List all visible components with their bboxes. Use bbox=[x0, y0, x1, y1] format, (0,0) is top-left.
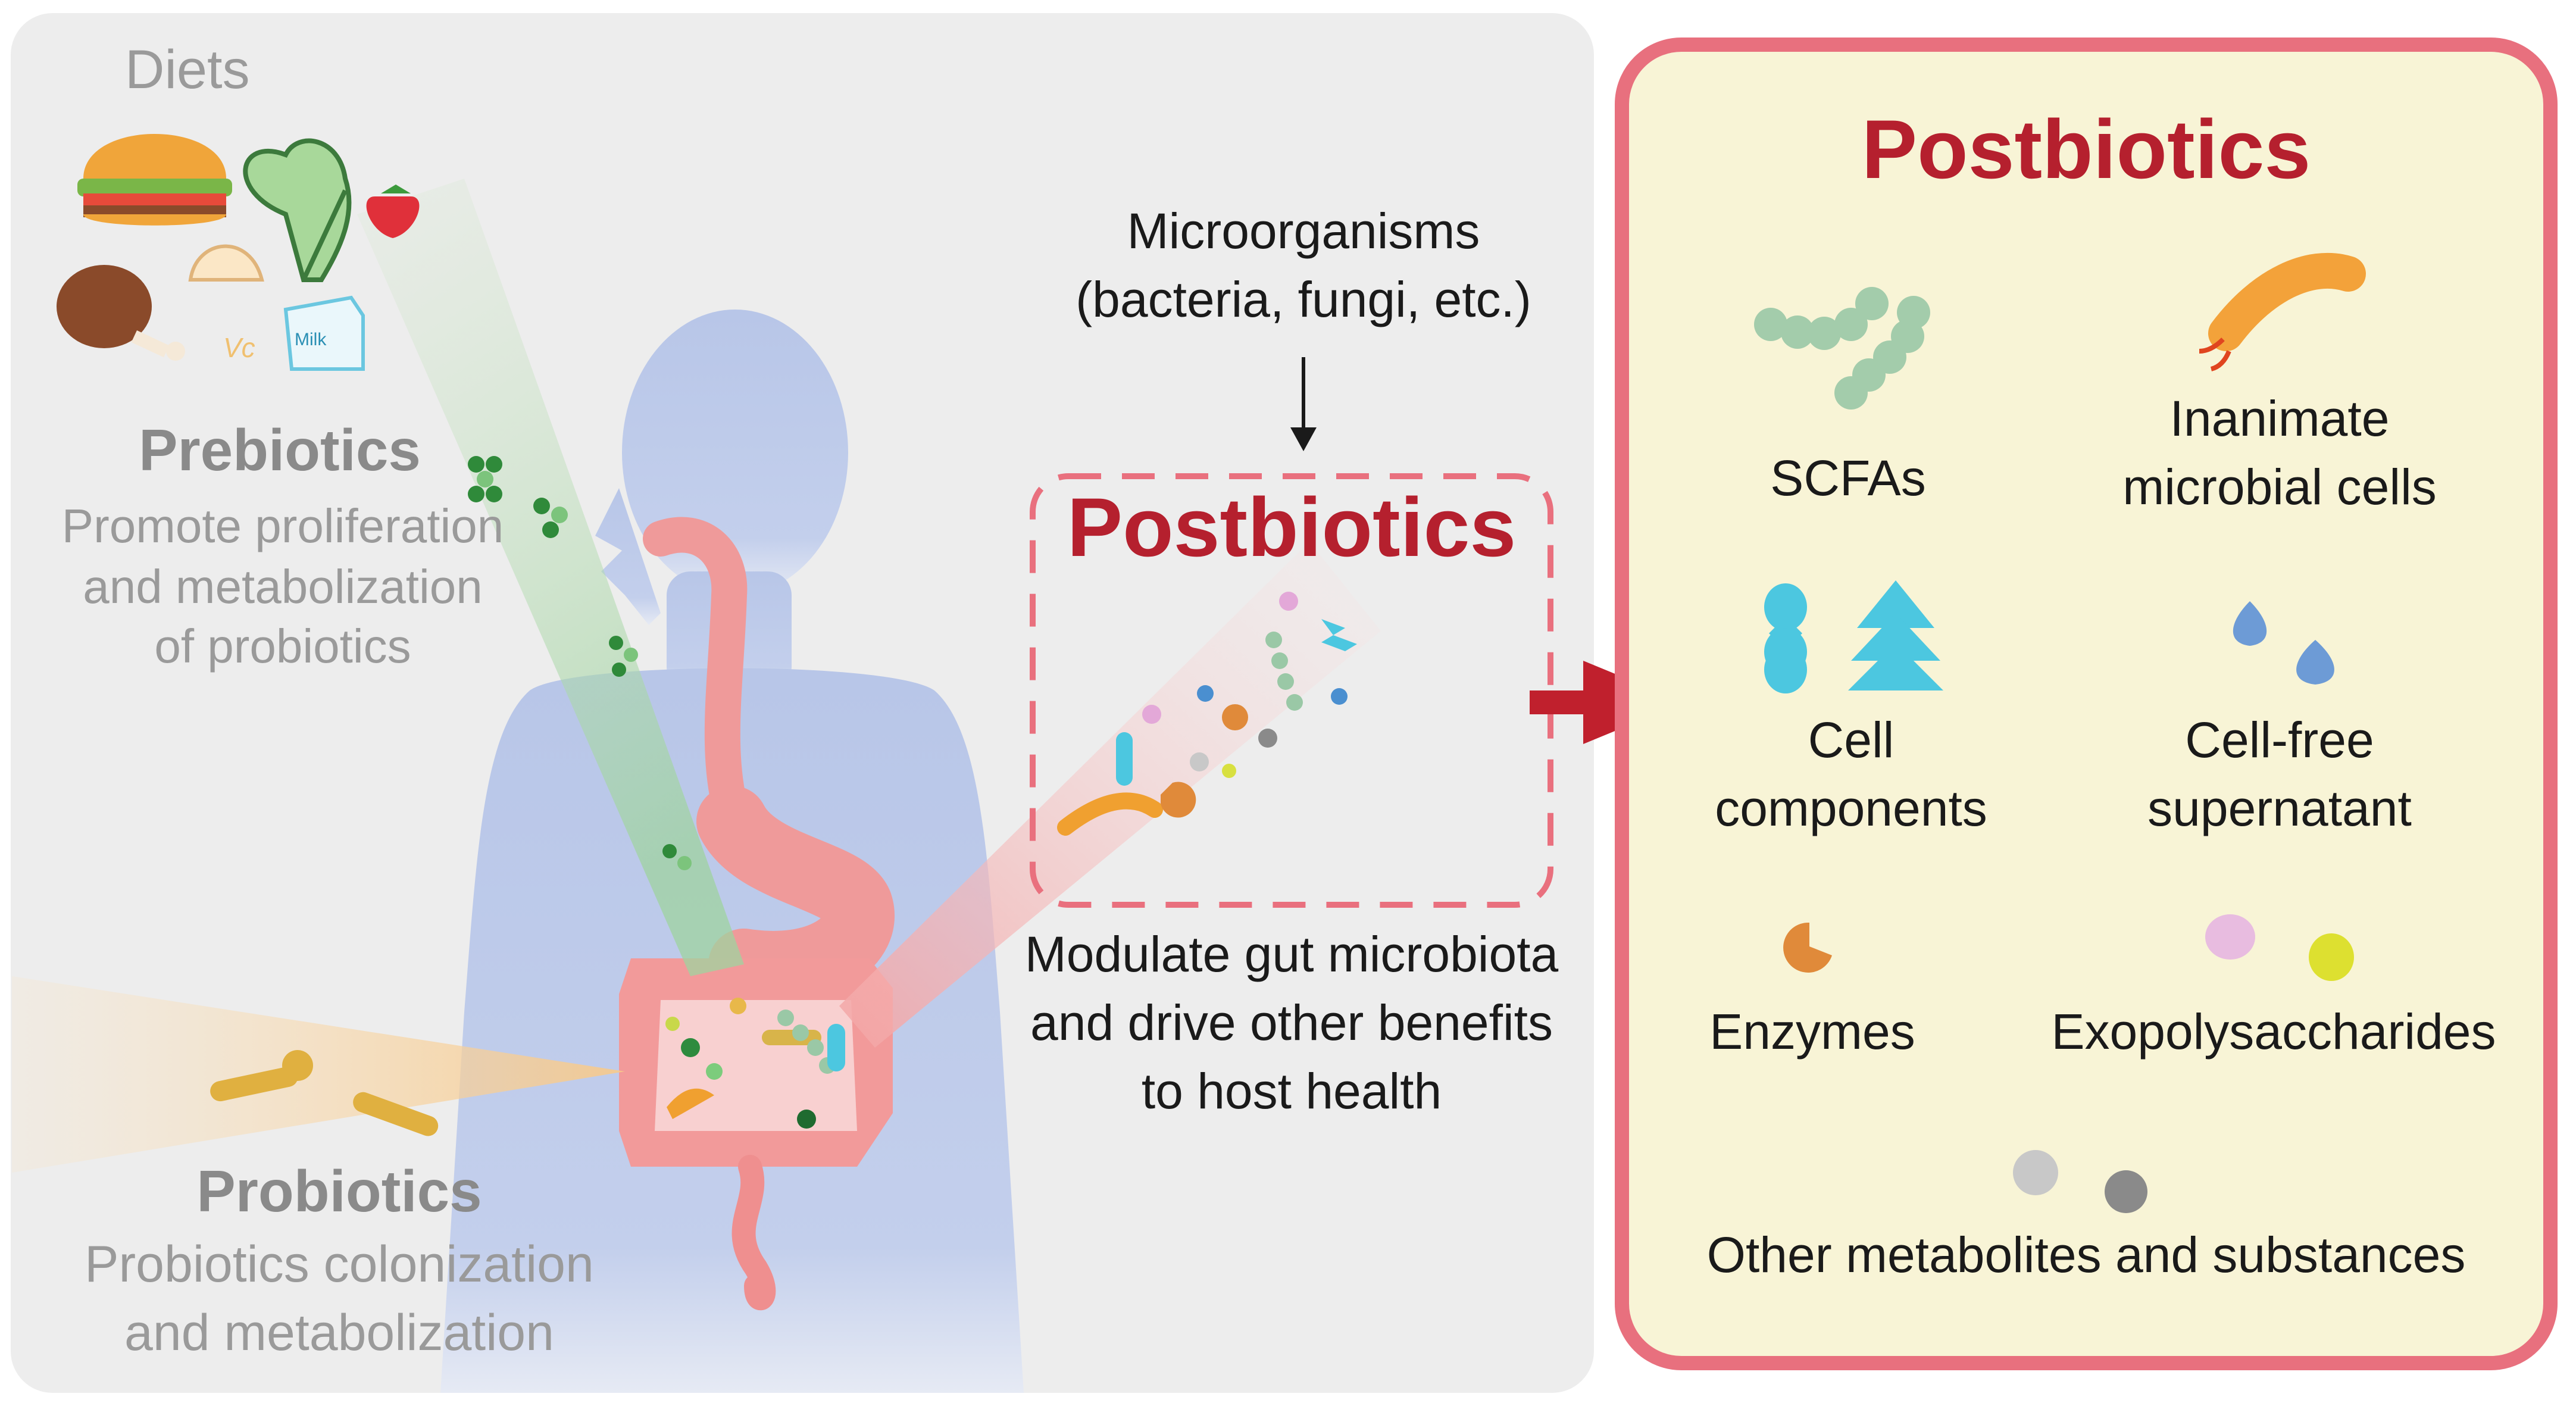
exopolysaccharides-icon bbox=[2205, 914, 2354, 981]
prebiotics-desc-line2: and metabolization bbox=[83, 560, 483, 613]
vc-label: Vc bbox=[223, 332, 255, 363]
hamburger-icon bbox=[77, 134, 232, 226]
modulate-line3: to host health bbox=[1141, 1063, 1442, 1119]
inanimate-cells-line1: Inanimate bbox=[2169, 390, 2390, 446]
prebiotics-beam bbox=[357, 179, 744, 976]
diets-label: Diets bbox=[125, 39, 250, 100]
modulate-line2: and drive other benefits bbox=[1030, 995, 1553, 1051]
enzyme-icon bbox=[1783, 922, 1832, 973]
probiotics-desc-line2: and metabolization bbox=[124, 1304, 554, 1361]
other-metabolites-icon bbox=[2013, 1150, 2147, 1213]
microorganisms-line2: (bacteria, fungi, etc.) bbox=[1076, 271, 1531, 327]
microorganisms-line1: Microorganisms bbox=[1127, 203, 1480, 259]
probiotics-desc-line1: Probiotics colonization bbox=[85, 1236, 594, 1293]
probiotic-bacteria-icon bbox=[210, 1050, 439, 1136]
enzymes-label: Enzymes bbox=[1709, 1004, 1915, 1060]
postbiotics-dashed-box bbox=[1030, 473, 1553, 908]
cell-free-line1: Cell-free bbox=[2185, 712, 2374, 768]
postbiotics-label: Postbiotics bbox=[1067, 480, 1517, 574]
prebiotic-fiber-icon bbox=[468, 456, 692, 870]
strawberry-icon bbox=[366, 185, 420, 238]
other-metabolites-label: Other metabolites and substances bbox=[1706, 1227, 2466, 1283]
meat-drumstick-icon bbox=[57, 265, 185, 361]
modulate-line1: Modulate gut microbiota bbox=[1024, 926, 1559, 982]
cell-components-icon bbox=[1764, 580, 1943, 693]
probiotics-beam bbox=[12, 976, 625, 1173]
down-arrow-icon bbox=[1290, 357, 1317, 451]
prebiotics-desc-line3: of probiotics bbox=[154, 620, 411, 673]
cell-components-line1: Cell bbox=[1808, 712, 1895, 768]
scfas-label: SCFAs bbox=[1770, 450, 1926, 506]
prebiotics-title: Prebiotics bbox=[139, 417, 421, 483]
inanimate-cells-line2: microbial cells bbox=[2122, 459, 2437, 515]
milk-carton-icon: Milk bbox=[283, 295, 365, 371]
inanimate-bacterium-icon bbox=[2199, 252, 2366, 371]
prebiotics-desc-line1: Promote proliferation bbox=[61, 499, 504, 552]
right-panel-background bbox=[1615, 38, 2558, 1370]
bok-choy-icon bbox=[243, 138, 352, 282]
milk-label: Milk bbox=[295, 330, 327, 349]
probiotics-title: Probiotics bbox=[196, 1158, 482, 1224]
cell-components-line2: components bbox=[1715, 780, 1987, 836]
scfa-chain-icon bbox=[1754, 287, 1930, 410]
gut-microbes-icon bbox=[665, 998, 845, 1129]
cell-free-supernatant-icon bbox=[2233, 601, 2334, 685]
right-panel-title: Postbiotics bbox=[1861, 102, 2311, 196]
cell-free-line2: supernatant bbox=[2147, 780, 2412, 836]
exopolysaccharides-label: Exopolysaccharides bbox=[2051, 1004, 2496, 1060]
postbiotic-particles-icon bbox=[1057, 592, 1357, 836]
dumpling-icon bbox=[188, 244, 264, 282]
